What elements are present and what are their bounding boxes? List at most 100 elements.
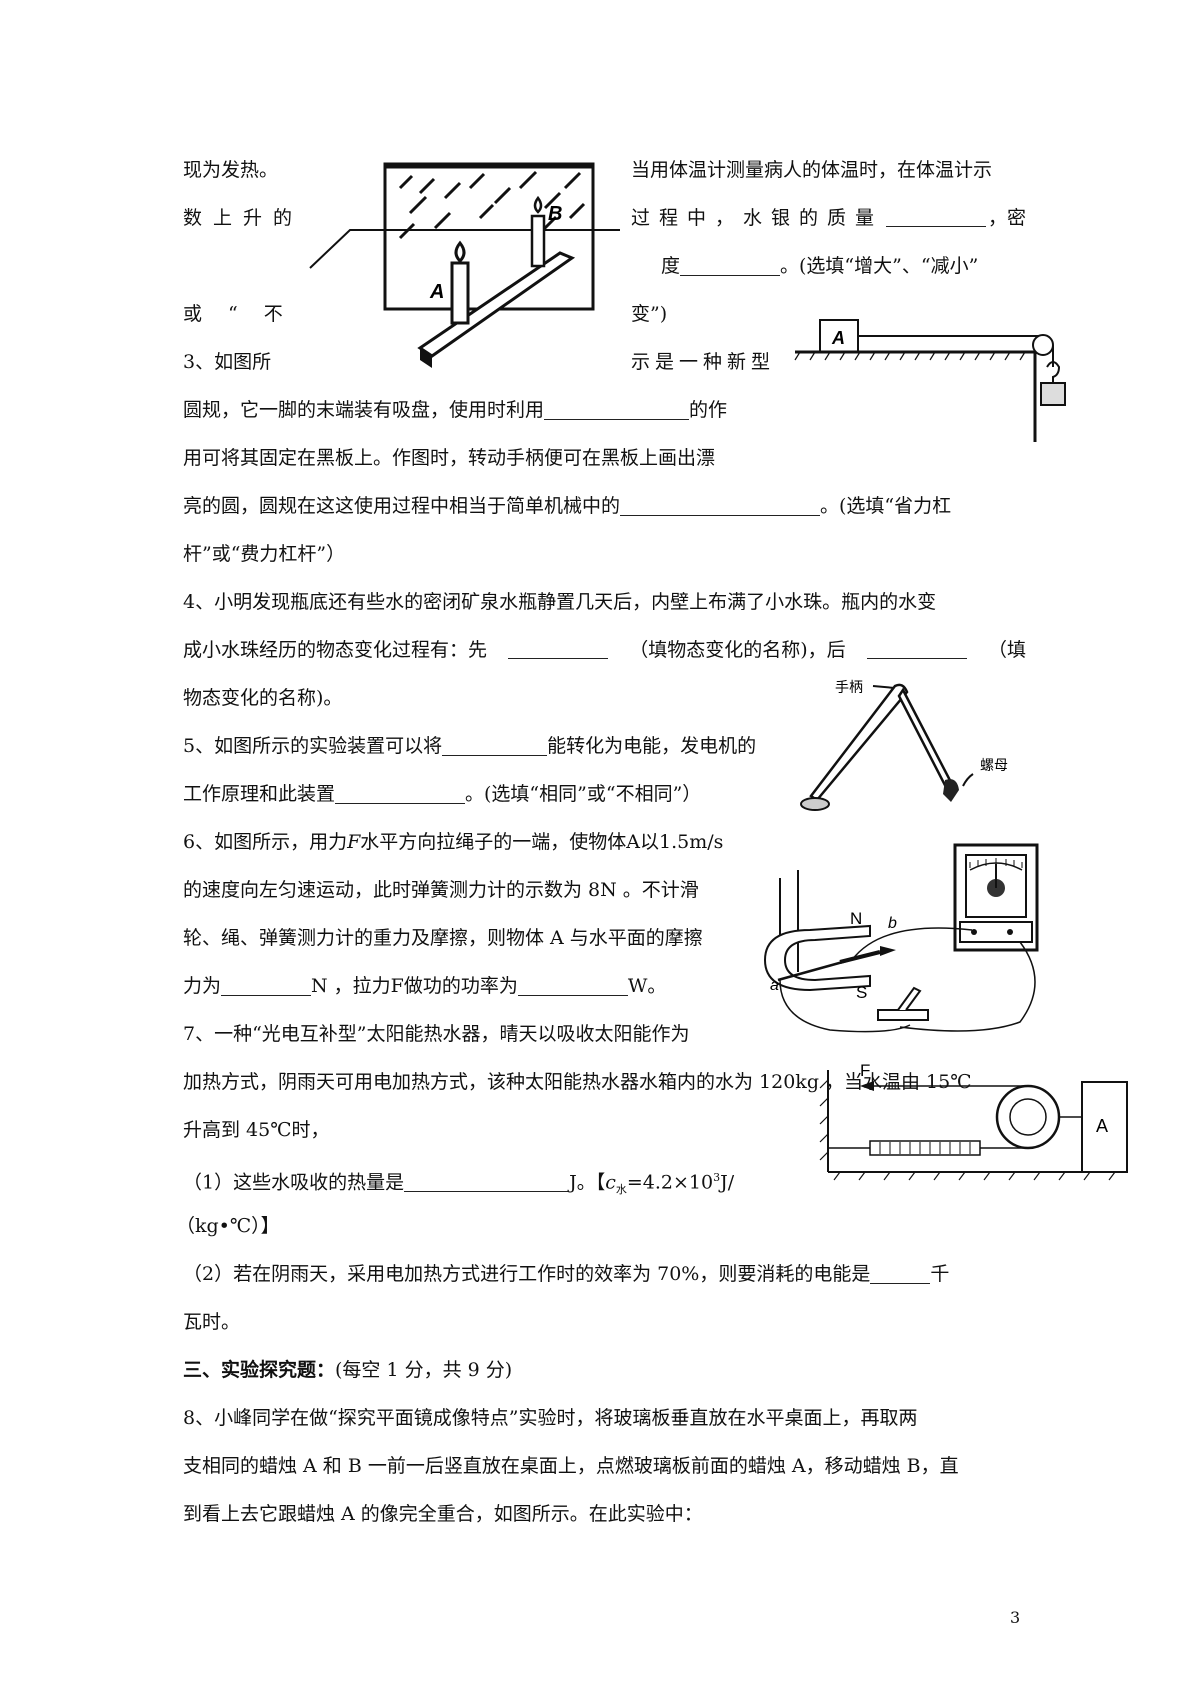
text: 到看上去它跟蜡烛 A 的像完全重合，如图所示。在此实验中： xyxy=(183,1503,703,1525)
text: (每空 1 分，共 9 分) xyxy=(335,1359,513,1381)
text-line: 轮、绳、弹簧测力计的重力及摩擦，则物体 A 与水平面的摩擦 xyxy=(183,926,703,950)
text-line: 5、如图所示的实验装置可以将 能转化为电能，发电机的 xyxy=(183,734,756,758)
text-line: 支相同的蜡烛 A 和 B 一前一后竖直放在桌面上，点燃玻璃板前面的蜡烛 A，移动… xyxy=(183,1454,959,1478)
text-line: 过程中，水银的质量 ，密 xyxy=(631,206,1026,230)
text: 三、实验探究题： xyxy=(183,1359,336,1381)
text: 水平方向拉绳子的一端，使物体A以1.5m/s xyxy=(360,831,724,853)
answer-blank[interactable] xyxy=(221,975,312,996)
text-line: （2）若在阴雨天，采用电加热方式进行工作时的效率为 70%，则要消耗的电能是 千 xyxy=(183,1262,949,1286)
block-a-label: A xyxy=(831,328,845,348)
block-a-label: A xyxy=(1096,1116,1108,1136)
text: 。(选填“省力杠 xyxy=(820,495,952,517)
text-line: 力为 N ，拉力F做功的功率为 W。 xyxy=(183,974,666,998)
text: =4.2×10 xyxy=(626,1171,714,1194)
text: N ，拉力F做功的功率为 xyxy=(311,975,518,997)
text: （2）若在阴雨天，采用电加热方式进行工作时的效率为 70%，则要消耗的电能是 xyxy=(183,1263,871,1285)
text: 现为发热。 xyxy=(183,159,279,181)
text: 7、一种“光电互补型”太阳能热水器，晴天以吸收太阳能作为 xyxy=(183,1023,690,1045)
candle-a-label: A xyxy=(429,281,444,303)
spring-pulley-figure: F A xyxy=(819,1061,1128,1181)
candle-b-label: B xyxy=(548,203,562,225)
text-line: 4、小明发现瓶底还有些水的密闭矿泉水瓶静置几天后，内壁上布满了小水珠。瓶内的水变 xyxy=(183,590,936,614)
text: 成小水珠经历的物态变化过程有：先 xyxy=(183,639,488,661)
text-line: 或“不 xyxy=(183,302,309,326)
text-line: 加热方式，阴雨天可用电加热方式，该种太阳能热水器水箱内的水为 120kg ，当水… xyxy=(183,1070,972,1094)
force-f-label: F xyxy=(860,1061,870,1080)
text: 3、如图所 xyxy=(183,351,272,373)
text: 数上升的 xyxy=(183,207,304,229)
text: 能转化为电能，发电机的 xyxy=(547,735,757,757)
text: 轮、绳、弹簧测力计的重力及摩擦，则物体 A 与水平面的摩擦 xyxy=(183,927,703,949)
text: （kg•℃）】 xyxy=(176,1215,280,1237)
text: 示是一种新型 xyxy=(631,351,776,373)
text-line: 现为发热。 xyxy=(183,158,278,182)
answer-blank[interactable] xyxy=(508,638,609,659)
text-line: 圆规，它一脚的末端装有吸盘，使用时利用的作 xyxy=(183,398,727,422)
page-number: 3 xyxy=(1010,1608,1021,1627)
text: J。【 xyxy=(569,1171,606,1194)
north-pole-label: N xyxy=(850,909,862,928)
text: （填物态变化的名称)，后 xyxy=(629,639,846,661)
text-line: 物态变化的名称)。 xyxy=(183,686,342,710)
text: 杆”或“费力杠杆”） xyxy=(183,543,346,565)
text: c xyxy=(605,1171,616,1194)
section-heading: 三、实验探究题：(每空 1 分，共 9 分) xyxy=(183,1358,512,1382)
text: 物态变化的名称)。 xyxy=(183,687,343,709)
text-line: 6、如图所示，用力F水平方向拉绳子的一端，使物体A以1.5m/s xyxy=(183,830,723,854)
mirror-candle-figure: A B xyxy=(309,162,620,368)
text-line: 示是一种新型 xyxy=(631,350,775,374)
text: 升高到 45℃时， xyxy=(183,1119,330,1141)
text: 用可将其固定在黑板上。作图时，转动手柄便可在黑板上画出漂 xyxy=(183,447,716,469)
text-line: 3、如图所 xyxy=(183,350,271,374)
text-line: 7、一种“光电互补型”太阳能热水器，晴天以吸收太阳能作为 xyxy=(183,1022,690,1046)
text-line: 变”) xyxy=(631,302,667,326)
answer-blank[interactable] xyxy=(680,255,781,276)
text-line: 成小水珠经历的物态变化过程有：先 （填物态变化的名称)，后 （填 xyxy=(183,638,1026,662)
text: 水 xyxy=(615,1183,627,1197)
answer-blank[interactable] xyxy=(517,975,628,996)
text-line: 升高到 45℃时， xyxy=(183,1118,329,1142)
text: 千 xyxy=(930,1263,950,1285)
text-line: 亮的圆，圆规在这这使用过程中相当于简单机械中的。(选填“省力杠 xyxy=(183,494,951,518)
text-line: 8、小峰同学在做“探究平面镜成像特点”实验时，将玻璃板垂直放在水平桌面上，再取两 xyxy=(183,1406,918,1430)
answer-blank[interactable] xyxy=(870,1263,931,1284)
handle-label: 手柄 xyxy=(835,679,863,695)
text: 力为 xyxy=(183,975,222,997)
text: （填 xyxy=(987,639,1026,661)
answer-blank[interactable] xyxy=(404,1171,570,1193)
text: W。 xyxy=(627,975,667,997)
text-line: 到看上去它跟蜡烛 A 的像完全重合，如图所示。在此实验中： xyxy=(183,1502,703,1526)
text: 加热方式，阴雨天可用电加热方式，该种太阳能热水器水箱内的水为 120kg ，当水… xyxy=(183,1071,972,1093)
text: 6、如图所示，用力 xyxy=(183,831,348,853)
text-line: 数上升的 xyxy=(183,206,303,230)
text: ，密 xyxy=(987,207,1026,229)
answer-blank[interactable] xyxy=(442,735,548,756)
text-line: 度 。(选填“增大”、“减小” xyxy=(661,254,978,278)
text-line: 杆”或“费力杠杆”） xyxy=(183,542,345,566)
text: 。(选填“增大”、“减小” xyxy=(780,255,979,277)
answer-blank[interactable] xyxy=(885,206,986,227)
text: （1）这些水吸收的热量是 xyxy=(183,1171,405,1194)
answer-blank[interactable] xyxy=(335,783,466,804)
block-pulley-figure: A xyxy=(794,319,1066,442)
text: 5、如图所示的实验装置可以将 xyxy=(183,735,443,757)
text: 度 xyxy=(661,255,681,277)
text: 的速度向左匀速运动，此时弹簧测力计的示数为 8N 。不计滑 xyxy=(183,879,699,901)
text-line: 的速度向左匀速运动，此时弹簧测力计的示数为 8N 。不计滑 xyxy=(183,878,699,902)
compass-figure: 手柄 螺母 xyxy=(800,679,1008,811)
text: F xyxy=(347,831,361,853)
text-line: 用可将其固定在黑板上。作图时，转动手柄便可在黑板上画出漂 xyxy=(183,446,715,470)
text: 瓦时。 xyxy=(183,1311,241,1333)
text-line: 当用体温计测量病人的体温时，在体温计示 xyxy=(631,158,1026,182)
answer-blank[interactable] xyxy=(544,399,690,420)
text: 。(选填“相同”或“不相同”） xyxy=(465,783,702,805)
text: 变”) xyxy=(631,303,668,325)
text-line: 瓦时。 xyxy=(183,1310,240,1334)
text: 圆规，它一脚的末端装有吸盘，使用时利用 xyxy=(183,399,545,421)
answer-blank[interactable] xyxy=(620,495,821,516)
south-pole-label: S xyxy=(856,983,867,1002)
text-line: （kg•℃）】 xyxy=(176,1214,280,1238)
answer-blank[interactable] xyxy=(866,638,967,659)
end-b-label: b xyxy=(888,915,897,932)
